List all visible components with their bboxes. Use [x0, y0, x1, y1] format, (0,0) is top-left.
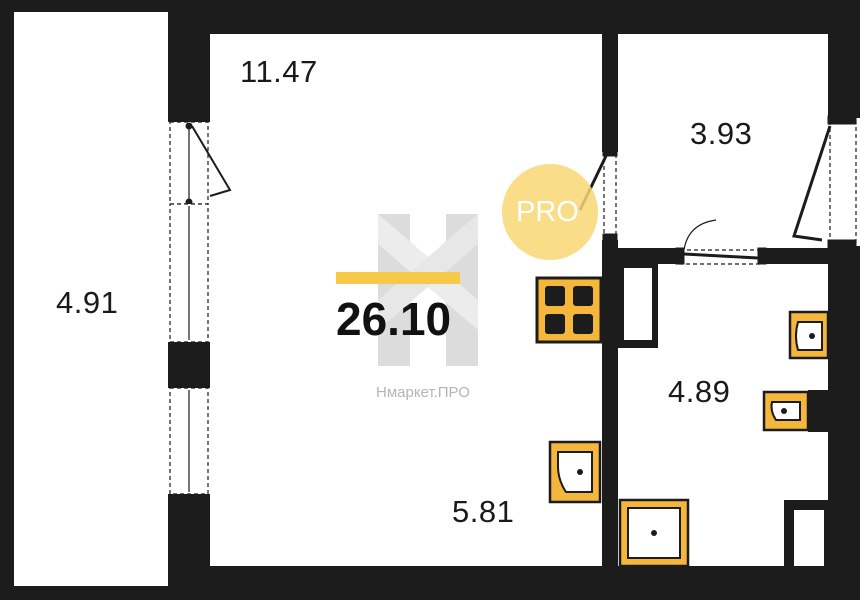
wall-bath-top-left	[602, 248, 680, 264]
wall-balcony-divider-bottom	[168, 494, 210, 600]
wall-balcony-top	[14, 0, 210, 12]
wall-right	[828, 0, 860, 600]
wall-bath-nook-inner	[624, 268, 652, 340]
pro-badge	[502, 164, 598, 260]
total-area: 26.10	[336, 293, 452, 345]
door-swing-icon	[683, 252, 759, 260]
balcony-window-lower	[169, 387, 209, 495]
watermark-brand: Нмаркет.ПРО	[376, 384, 470, 401]
main-room-area: 11.47	[240, 54, 318, 89]
bathroom-area: 4.89	[668, 374, 731, 409]
watermark-bar	[336, 272, 460, 284]
wall-balcony-bottom	[14, 586, 170, 600]
washbasin-icon	[788, 310, 830, 360]
wall-bath-column-inner	[794, 510, 824, 566]
toilet-icon	[762, 390, 828, 432]
hallway-area: 5.81	[452, 494, 515, 529]
wall-partition-upper	[602, 34, 618, 152]
bathroom-door	[675, 219, 767, 265]
wall-partition-lower	[602, 240, 618, 570]
wall-bath-top-right	[762, 248, 832, 264]
wall-left	[0, 0, 14, 600]
right-window	[792, 115, 857, 249]
balcony-area: 4.91	[56, 285, 119, 320]
balcony-floor	[14, 12, 168, 586]
small-room-area: 3.93	[690, 116, 753, 151]
stove-icon	[535, 276, 603, 344]
sink-icon	[548, 440, 602, 504]
balcony-door-upper	[169, 121, 232, 206]
wall-balcony-divider-top	[168, 0, 210, 122]
balcony-window-middle	[169, 203, 209, 343]
shower-tray-icon	[618, 498, 690, 568]
door-swing-icon	[792, 125, 832, 242]
door-swing-icon	[191, 125, 232, 197]
pro-badge-label: PRO	[516, 196, 579, 228]
wall-balcony-divider-mid	[168, 342, 210, 388]
